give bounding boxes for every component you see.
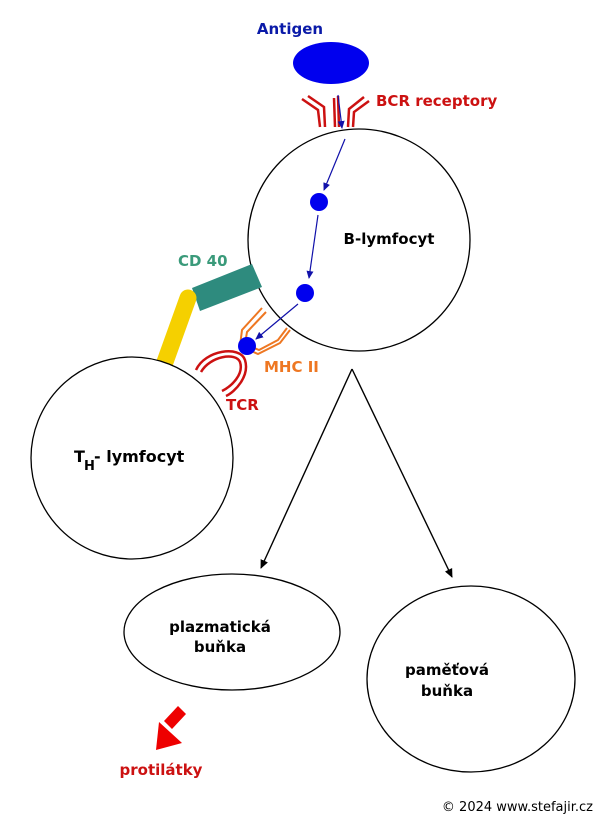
antigen-label: Antigen [257, 20, 323, 38]
memory-cell [366, 585, 576, 773]
tcr [194, 350, 248, 398]
th-cell-label: T H - lymfocyt [74, 447, 185, 474]
differentiation-arrows [260, 368, 453, 578]
th-label-main: T [74, 447, 85, 466]
antigen-processing-path [255, 94, 346, 340]
presented-antigen-dot [238, 337, 256, 355]
memory-label-line2: buňka [421, 682, 473, 700]
antigen-fragment-dot [296, 284, 314, 302]
bcr-label: BCR receptory [376, 92, 497, 110]
mhc-label: MHC II [264, 358, 319, 376]
antibody-arrow [156, 706, 186, 750]
copyright-text: © 2024 www.stefajir.cz [442, 800, 593, 815]
antibodies-label: protilátky [120, 761, 203, 779]
antigen-fragment-dot [310, 193, 328, 211]
bcr-receptors [301, 94, 370, 128]
cd40-ligand [156, 289, 197, 371]
antigen-shape [293, 42, 369, 84]
b-cell-label: B-lymfocyt [344, 230, 435, 248]
cd40-receptor [192, 264, 262, 311]
plasma-label-line2: buňka [194, 638, 246, 656]
plasma-cell [123, 573, 341, 691]
th-label-rest: - lymfocyt [94, 447, 185, 466]
memory-label-line1: paměťová [405, 661, 489, 679]
tcr-label: TCR [226, 396, 259, 414]
th-cell [30, 356, 234, 560]
cd40-label: CD 40 [178, 252, 228, 270]
plasma-label-line1: plazmatická [169, 618, 271, 636]
th-label-subscript: H [84, 459, 95, 474]
